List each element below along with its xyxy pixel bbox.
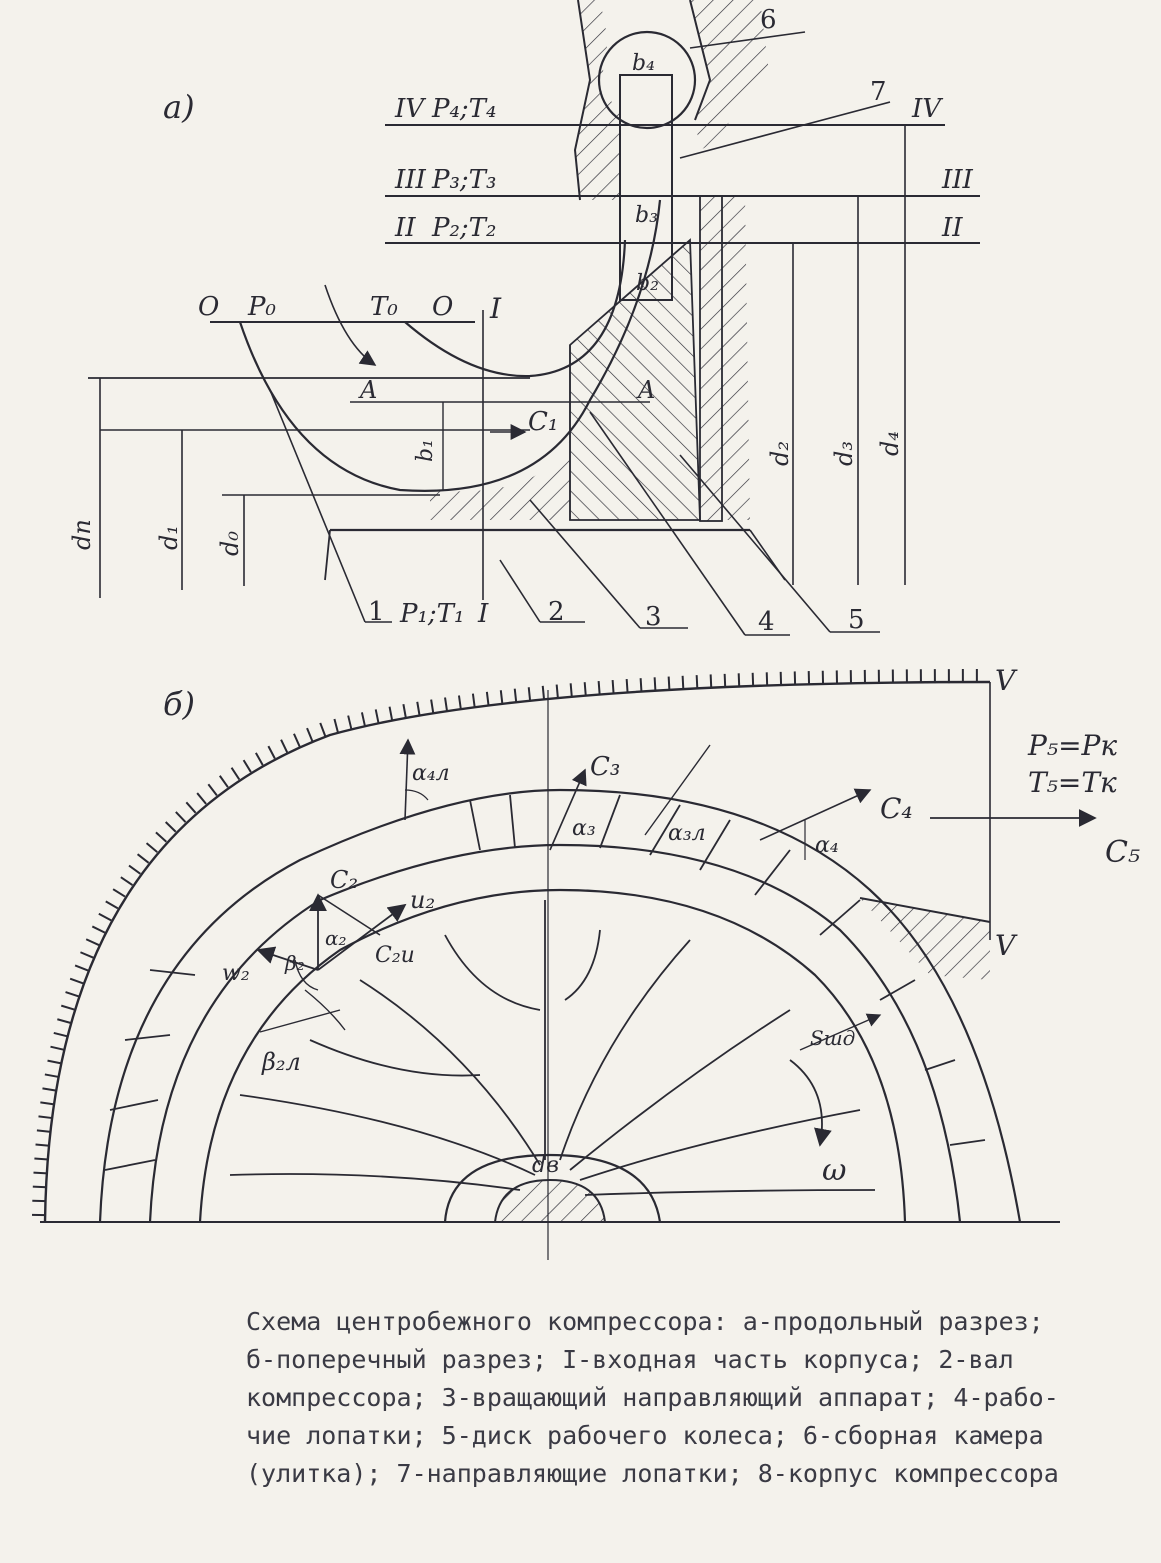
diameter-d2: d₂: [766, 441, 794, 466]
section-o-p: P₀: [247, 292, 276, 322]
impeller-outer-ring: [198, 888, 907, 1223]
diameter-db: dв: [532, 1153, 559, 1178]
diameter-dn: dп: [68, 519, 96, 550]
diameter-d4: d₄: [876, 431, 904, 456]
marker-a-left: A: [358, 376, 377, 404]
part-number-7: 7: [870, 77, 887, 107]
section-iv-left: IV: [394, 94, 426, 124]
view-b-cross-section: б) V V P₅=Pк T₅=Tк C₅: [32, 664, 1140, 1260]
part-number-3: 3: [645, 602, 662, 632]
velocity-c3: C₃: [590, 752, 620, 782]
impeller-blades: [229, 900, 876, 1196]
angle-alpha4l: α₄л: [412, 761, 450, 786]
section-iii-right: III: [941, 165, 974, 195]
compressor-drawing: а) 6 b₄ b₃ b₂ IV P₄;T₄ IV 7 III P₃;T₃ II…: [32, 0, 1140, 1260]
width-b1: b₁: [413, 439, 438, 462]
part-number-5: 5: [848, 605, 865, 635]
casing-hatch-top: [573, 0, 770, 201]
angle-alpha3l: α₃л: [668, 821, 706, 846]
section-iv-params: P₄;T₄: [431, 94, 496, 124]
section-ii-left: II: [394, 213, 416, 243]
shroud-curve: [404, 239, 627, 378]
section-o-left: O: [198, 292, 219, 322]
view-a-longitudinal-section: а) 6 b₄ b₃ b₂ IV P₄;T₄ IV 7 III P₃;T₃ II…: [68, 0, 980, 637]
angle-beta2l: β₂л: [261, 1048, 301, 1076]
section-v-bottom: V: [995, 929, 1018, 962]
angle-alpha3: α₃: [572, 816, 596, 841]
section-i-params: P₁;T₁: [399, 599, 464, 629]
part-number-1: 1: [368, 597, 385, 627]
diffuser-inner-ring: [148, 843, 962, 1223]
diameter-d0: d₀: [216, 531, 244, 556]
velocity-c4: C₄: [880, 792, 913, 825]
outlet-temperature: T₅=Tк: [1028, 766, 1117, 799]
volute-circle: [597, 30, 697, 130]
section-ii-params: P₂;T₂: [431, 213, 496, 243]
velocity-triangle: C₂ u₂ w₂ C₂u β₂ α₂ β₂л: [222, 866, 435, 1076]
velocity-c2u: C₂u: [375, 943, 415, 968]
part-number-2: 2: [548, 597, 565, 627]
section-o-t: T₀: [370, 292, 398, 322]
angle-beta2: β₂: [284, 951, 305, 975]
blade-thickness: Sшд: [810, 1026, 855, 1050]
velocity-u2: u₂: [410, 886, 435, 914]
part-number-4: 4: [758, 607, 775, 637]
velocity-c1: C₁: [528, 407, 558, 437]
section-o-right: O: [432, 292, 453, 322]
figure-caption: Схема центробежного компрессора: а-продо…: [246, 1307, 1059, 1488]
diffuser-vanes: [104, 794, 986, 1171]
velocity-c5: C₅: [1105, 835, 1140, 870]
diameter-d3: d₃: [830, 441, 858, 466]
section-i-bottom: I: [477, 599, 489, 629]
omega-label: ω: [822, 1153, 846, 1188]
diameter-d1: d₁: [155, 525, 183, 550]
angle-alpha2: α₂: [325, 926, 347, 950]
velocity-w2: w₂: [222, 961, 250, 986]
section-iii-params: P₃;T₃: [431, 165, 496, 195]
part-number-6: 6: [760, 5, 777, 35]
section-v-top: V: [995, 664, 1018, 697]
marker-a-right: A: [636, 376, 655, 404]
section-iii-left: III: [394, 165, 427, 195]
impeller-hub: [443, 1153, 662, 1223]
view-label-b: б): [163, 685, 195, 723]
width-b3: b₃: [635, 203, 658, 228]
section-iv-right: IV: [911, 94, 943, 124]
section-ii-right: II: [941, 213, 963, 243]
outlet-pressure: P₅=Pк: [1027, 729, 1117, 762]
outer-casing: [43, 680, 991, 1223]
diffuser-outer-ring: [98, 788, 1022, 1223]
shaft-section: [493, 1178, 607, 1223]
view-label-a: а): [163, 88, 195, 126]
width-b4: b₄: [632, 51, 655, 76]
velocity-c2: C₂: [330, 866, 358, 894]
section-i-top: I: [489, 292, 502, 325]
angle-alpha4: α₄: [815, 833, 839, 858]
